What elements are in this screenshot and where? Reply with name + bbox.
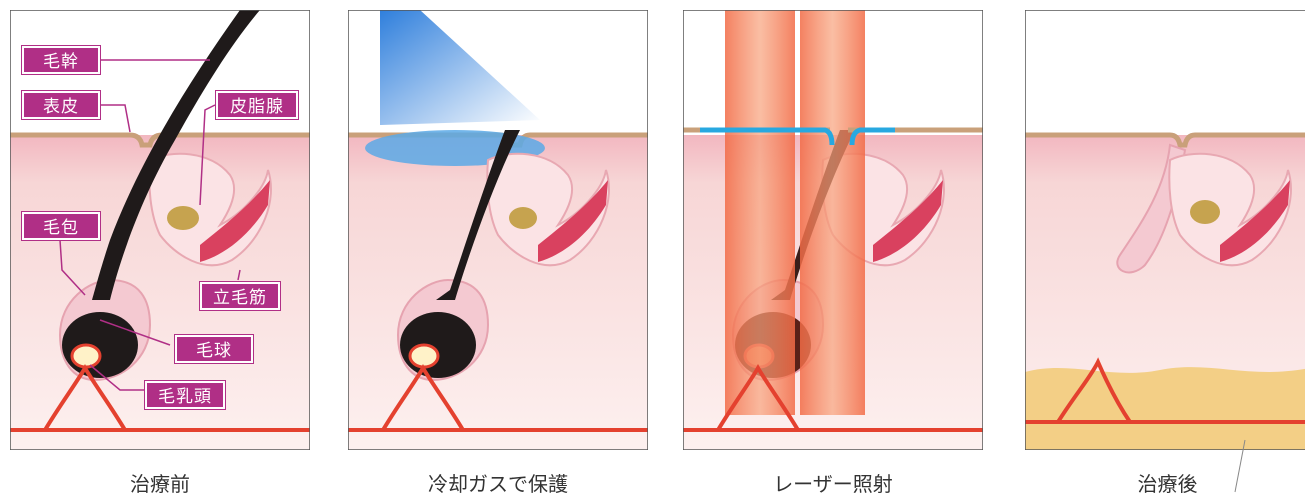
label-dermal-papilla: 毛乳頭 — [145, 381, 225, 409]
panel-title-cooling: 冷却ガスで保護 — [348, 468, 648, 497]
panel-title-before: 治療前 — [10, 468, 310, 497]
label-hair-shaft: 毛幹 — [22, 46, 100, 74]
laser-beam-left — [725, 10, 795, 415]
label-hair-follicle: 毛包 — [22, 212, 100, 240]
label-sebaceous-gland: 皮脂腺 — [216, 91, 298, 119]
panel-after-treatment — [1025, 10, 1310, 455]
panel-laser — [683, 10, 983, 455]
panel-title-after: 治療後 — [1025, 468, 1310, 497]
panel-cooling-gas — [348, 10, 648, 455]
label-hair-bulb: 毛球 — [175, 335, 253, 363]
label-epidermis: 表皮 — [22, 91, 100, 119]
label-arrector-pili: 立毛筋 — [200, 282, 280, 310]
laser-beam-right — [800, 10, 865, 415]
panel-title-laser: レーザー照射 — [683, 468, 983, 497]
